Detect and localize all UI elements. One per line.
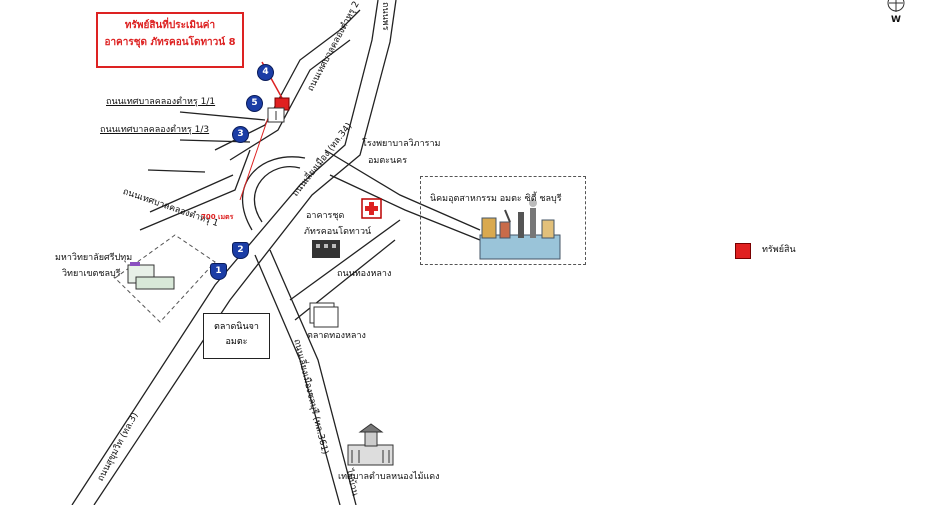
title-line-2: อาคารชุด ภัทรคอนโดทาวน์ 8 xyxy=(104,37,236,48)
marker-2: 2 xyxy=(232,242,249,259)
legend-property-swatch xyxy=(735,243,751,259)
university-building-icon xyxy=(127,262,175,290)
market-label-line-1: ตลาดนินจา xyxy=(214,322,259,332)
condo-label-line-1: อาคารชุด xyxy=(306,211,345,221)
distance-label: 700 เมตร xyxy=(201,213,234,221)
road-label-top-partial: ถนนพร xyxy=(380,2,390,31)
marker-1: 1 xyxy=(210,263,227,280)
industrial-estate-area xyxy=(420,176,586,265)
condo-building-icon xyxy=(312,240,340,258)
estate-label: นิคมอุตสาหกรรม อมตะ ซิตี้ ชลบุรี xyxy=(430,194,562,204)
factory-illustration-icon xyxy=(479,199,561,260)
compass-rose-icon xyxy=(887,0,905,12)
hospital-label-line-2: อมตะนคร xyxy=(368,156,408,166)
compass-west-letter: W xyxy=(891,15,901,25)
marker-5: 5 xyxy=(246,95,263,112)
property-title-box: ทรัพย์สินที่ประเมินค่า อาคารชุด ภัทรคอนโ… xyxy=(96,12,244,68)
road-label-khlong-tamru-1-1: ถนนเทศบาลคลองตำหรุ 1/1 xyxy=(106,97,216,107)
title-line-1: ทรัพย์สินที่ประเมินค่า xyxy=(124,20,216,31)
market-label-line-2: อมตะ xyxy=(225,337,248,347)
market-shed-icon xyxy=(309,302,339,328)
condo-label-line-2: ภัทรคอนโดทาวน์ xyxy=(304,227,372,237)
marker-4: 4 xyxy=(257,64,274,81)
ninja-market-box: ตลาดนินจา อมตะ xyxy=(203,313,270,359)
university-label-line-2: วิทยาเขตชลบุรี xyxy=(62,269,121,279)
hospital-label: โรงพยาบาลวิภาราม xyxy=(362,139,441,149)
marker-3: 3 xyxy=(232,126,249,143)
legend-property-label: ทรัพย์สิน xyxy=(762,245,796,255)
property-location-icon xyxy=(267,97,290,123)
road-label-thong-lang: ถนนทองหลาง xyxy=(337,269,392,279)
municipal-building-icon xyxy=(347,423,394,466)
university-label-line-1: มหาวิทยาลัยศรีปทุม xyxy=(55,253,133,263)
road-label-khlong-tamru-1-3: ถนนเทศบาลคลองตำหรุ 1/3 xyxy=(100,125,210,135)
hospital-icon xyxy=(361,198,382,219)
thong-lang-market-label: ตลาดทองหลาง xyxy=(307,331,366,341)
municipality-label: เทศบาลตำบลหนองไม้แดง xyxy=(338,472,440,482)
